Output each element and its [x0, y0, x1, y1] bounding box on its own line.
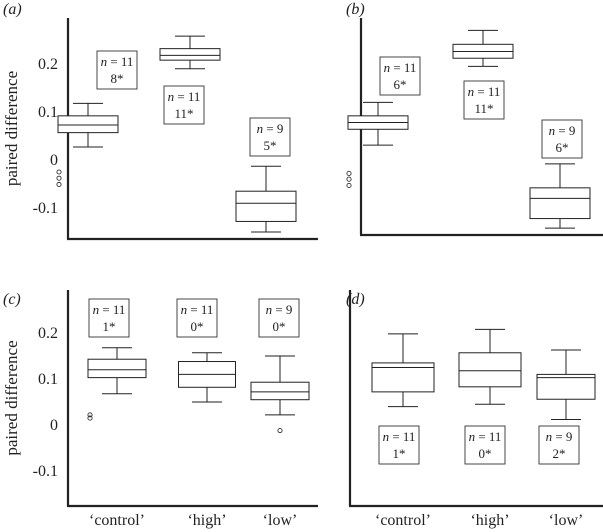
- n-label: n = 11: [469, 429, 502, 444]
- n-label-box: [88, 298, 130, 338]
- significant-count-label: 8*: [111, 71, 124, 86]
- y-tick-label: -0.1: [33, 463, 58, 480]
- n-label: n = 9: [266, 302, 293, 317]
- category-label: ‘high’: [187, 512, 226, 529]
- significant-count-label: 1*: [103, 319, 116, 334]
- significant-count-label: 11*: [174, 106, 193, 121]
- significant-count-label: 6*: [556, 140, 569, 155]
- outlier-point: [56, 175, 62, 181]
- n-label-box: [378, 425, 420, 465]
- y-tick-label: 0.1: [38, 371, 58, 388]
- y-tick-label: 0: [50, 417, 58, 434]
- y-tick-label: 0.1: [38, 104, 58, 121]
- n-label-box: [96, 50, 138, 90]
- box-iqr: [235, 190, 297, 222]
- n-label-box: [538, 425, 580, 465]
- outlier-point: [87, 412, 93, 418]
- y-tick-label: -0.1: [33, 200, 58, 217]
- y-tick-label: 0: [50, 152, 58, 169]
- box-iqr: [159, 48, 221, 61]
- n-label: n = 11: [468, 84, 501, 99]
- n-label: n = 11: [384, 60, 417, 75]
- category-label: ‘control’: [375, 512, 431, 529]
- n-label-box: [176, 298, 218, 338]
- n-label: n = 9: [549, 123, 576, 138]
- outlier-point: [346, 182, 352, 188]
- n-label-box: [541, 119, 583, 159]
- panel-label: (a): [3, 1, 22, 18]
- n-label-box: [163, 85, 205, 125]
- n-label: n = 11: [181, 302, 214, 317]
- outlier-point: [56, 181, 62, 188]
- box-group: n = 11 11*: [452, 29, 514, 120]
- box-group: n = 11 6*: [346, 56, 421, 188]
- y-tick-label: 0.2: [38, 325, 58, 342]
- box-group: n = 9 6*: [529, 119, 591, 229]
- n-label: n = 11: [101, 54, 134, 69]
- y-axis-label: paired difference: [2, 71, 21, 186]
- significant-count-label: 11*: [474, 101, 493, 116]
- panel-label: (b): [346, 1, 365, 18]
- n-label-box: [249, 117, 291, 157]
- n-label-box: [379, 56, 421, 96]
- box-group: n = 9 2*: [536, 349, 596, 465]
- box-iqr: [529, 187, 591, 220]
- n-label: n = 11: [383, 429, 416, 444]
- n-label-box: [258, 298, 300, 338]
- significant-count-label: 2*: [553, 446, 566, 461]
- category-label: ‘control’: [89, 512, 145, 529]
- panel-d: (d) n = 11 1* n = 11 0* n = 9 2* ‘control’ ‘high…: [346, 290, 603, 529]
- outlier-point: [87, 415, 93, 421]
- significant-count-label: 0*: [273, 319, 286, 334]
- n-label: n = 11: [93, 302, 126, 317]
- n-label-box: [464, 425, 506, 465]
- significant-count-label: 0*: [479, 446, 492, 461]
- panel-label: (c): [3, 291, 21, 308]
- box-iqr: [250, 381, 310, 401]
- category-label: ‘high’: [470, 512, 509, 529]
- outlier-point: [277, 427, 283, 434]
- significant-count-label: 5*: [264, 138, 277, 153]
- box-group: n = 11 0*: [176, 298, 236, 403]
- outlier-point: [346, 170, 352, 176]
- significant-count-label: 0*: [191, 319, 204, 334]
- significant-count-label: 1*: [393, 446, 406, 461]
- significant-count-label: 6*: [394, 77, 407, 92]
- box-iqr: [536, 373, 596, 400]
- category-label: ‘low’: [263, 512, 298, 529]
- y-axis-label: paired difference: [2, 340, 21, 455]
- n-label: n = 11: [168, 89, 201, 104]
- n-label-box: [463, 80, 505, 120]
- outlier-point: [56, 169, 62, 175]
- y-tick-label: 0.2: [38, 56, 58, 73]
- box-group: n = 9 0*: [250, 298, 310, 434]
- box-iqr: [57, 115, 119, 134]
- outlier-point: [346, 176, 352, 182]
- box-group: n = 11 1*: [87, 298, 147, 421]
- box-iqr: [87, 358, 147, 379]
- box-group: n = 9 5*: [235, 117, 297, 233]
- box-group: n = 11 8*: [56, 50, 138, 188]
- n-label: n = 9: [546, 429, 573, 444]
- panel-label: (d): [346, 291, 365, 308]
- panel-b: (b) n = 11 6* n = 11 11* n = 9 6*: [346, 1, 603, 237]
- box-iqr: [458, 352, 522, 388]
- n-label: n = 9: [257, 121, 284, 136]
- box-group: n = 11 0*: [458, 328, 522, 465]
- box-group: n = 11 11*: [159, 35, 221, 125]
- box-group: n = 11 1*: [371, 333, 435, 465]
- category-label: ‘low’: [549, 512, 584, 529]
